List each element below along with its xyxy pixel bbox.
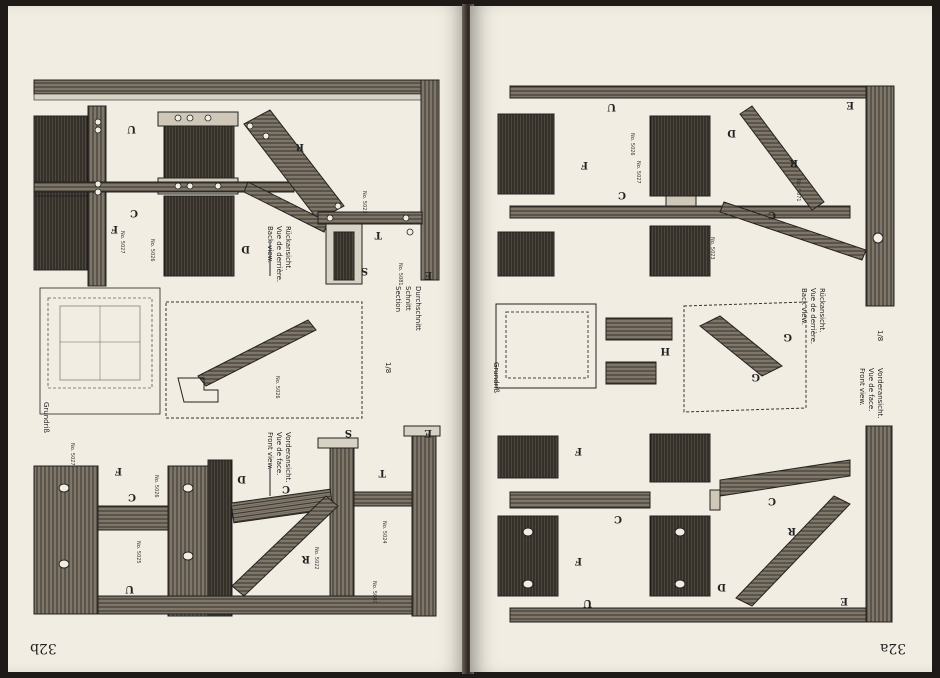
part-number-5071: No. 5071 [795,179,801,202]
label-h: H [661,345,670,356]
diagonal-brace-r [243,109,345,221]
svg-text:Rückansicht.: Rückansicht. [284,226,292,270]
svg-text:Vue de derrière.: Vue de derrière. [275,226,283,282]
svg-text:Back view.: Back view. [800,288,808,325]
label-f-top: F [581,159,588,170]
part-number-5024: No. 5024 [381,521,387,544]
label-s-bottom: S [345,427,352,438]
label-c-top-2: C [768,209,776,220]
label-c-bottom-2: C [282,483,290,494]
scale-note: 1/8 [384,362,392,373]
svg-text:Rückansicht.: Rückansicht. [818,288,826,332]
part-number-5022: No. 5022 [313,547,319,570]
part-number-5026: No. 5026 [149,239,155,262]
right-frame-stile [420,79,440,281]
part-number-5023: No. 5023 [709,237,715,260]
label-c-bottom: C [128,491,136,502]
top-frame-rail [33,79,440,95]
svg-text:Vue de derrière.: Vue de derrière. [809,288,817,344]
front-view-caption: Vorderansicht. Vue de face. Front view. [266,432,292,482]
label-c-bottom: C [614,513,622,524]
label-u-top: U [127,123,136,134]
diagonal-brace-lower [735,495,851,607]
label-f-bottom: F [575,445,582,456]
part-number-5023: No. 5023 [361,191,367,214]
label-c-bottom-2: C [768,495,776,506]
label-c-top: C [130,207,138,218]
right-page-number: 32a [879,640,906,656]
label-d-bottom: D [717,581,726,592]
section-detail-box [165,301,363,419]
label-e-top: E [846,99,854,110]
right-technical-drawing: U F C D R E C No. 5026 No. 5027 No. 5071… [492,85,895,623]
label-u-bottom: U [583,597,592,608]
label-f-bottom: F [115,465,122,476]
part-number-5027: No. 5027 [635,161,641,184]
label-g-2: G [783,331,792,342]
bottom-left-boards [497,435,559,479]
label-d-top: D [727,127,736,138]
section-note: Durchschnitt Schnitt Section [394,286,422,331]
label-t-top: T [374,229,382,240]
left-technical-drawing: U C F R D T S E No. 5027 No. 5026 No. 50… [33,79,441,617]
label-f-bottom-2: F [575,555,582,566]
svg-text:Front view.: Front view. [858,368,866,406]
top-frame-rail [509,85,867,99]
part-number-5025: No. 5025 [135,541,141,564]
front-view-caption: Vorderansicht. Vue de face. Front view. [858,368,884,418]
svg-text:Front view.: Front view. [266,432,274,470]
label-d-top: D [241,243,250,254]
label-g: G [751,371,760,382]
label-e-top: E [424,269,432,280]
label-r-top: R [295,141,304,152]
label-u-top: U [607,101,616,112]
label-r-bottom: R [787,525,796,536]
label-r-top: R [789,157,798,168]
detail-part-number: No. 5026 [274,376,280,399]
right-page: U F C D R E C No. 5026 No. 5027 No. 5071… [470,6,932,672]
label-e-bottom: E [424,427,432,438]
ground-plan-box [39,287,161,415]
scale-note: 1/8 [876,330,884,341]
diagonal-brace-lower [231,495,339,597]
diagonal-brace-r [739,105,825,211]
label-c-top: C [618,189,626,200]
svg-text:Vue de face.: Vue de face. [275,432,283,475]
label-s-top: S [361,265,368,276]
label-r-bottom: R [301,553,310,564]
label-u-bottom: U [125,583,134,594]
part-number-5081: No. 5081 [397,263,403,286]
label-d-bottom: D [237,473,246,484]
ground-plan-box [495,303,597,389]
right-frame-stile [865,85,895,307]
back-view-caption: Rückansicht. Vue de derrière. Back view. [800,288,826,344]
svg-text:Vorderansicht.: Vorderansicht. [284,432,292,482]
svg-text:Vorderansicht.: Vorderansicht. [876,368,884,418]
ground-plan-label: Grundriß [492,362,500,393]
section-detail-box [683,301,807,413]
part-number-5080: No. 5080 [371,581,377,604]
ground-plan-label: Grundriß [42,402,50,433]
label-t-bottom: T [378,467,386,478]
part-number-5026-bottom: No. 5026 [153,475,159,498]
part-number-5027: No. 5027 [119,231,125,254]
part-number-5026: No. 5026 [629,133,635,156]
svg-text:Section: Section [394,286,402,312]
left-page-number: 32b [30,640,57,656]
left-page: U C F R D T S E No. 5027 No. 5026 No. 50… [8,6,466,672]
svg-text:Vue de face.: Vue de face. [867,368,875,411]
label-e-bottom: E [840,595,848,606]
svg-text:Schnitt: Schnitt [404,286,412,311]
svg-text:Durchschnitt: Durchschnitt [414,286,422,331]
part-number-5027-bottom: No. 5027 [69,443,75,466]
label-f-top: F [111,223,118,234]
